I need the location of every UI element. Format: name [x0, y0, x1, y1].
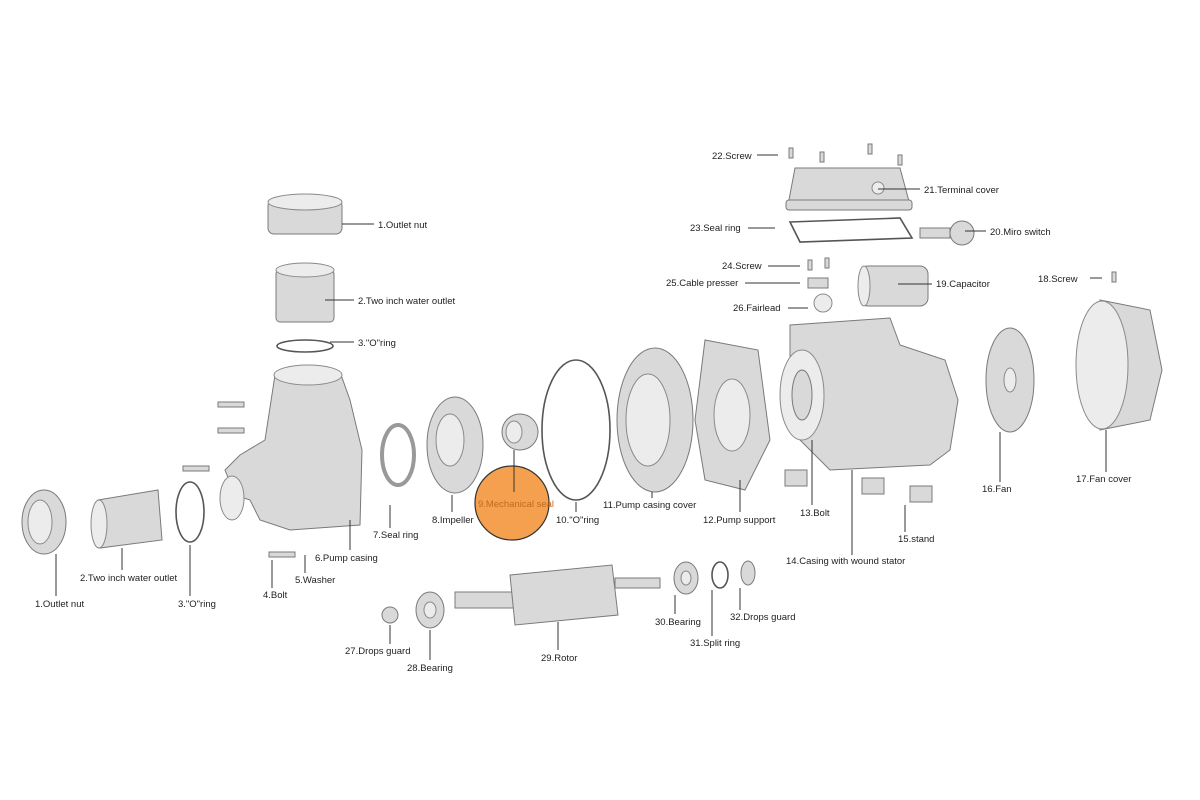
label-capacitor: 19.Capacitor — [936, 279, 990, 290]
label-pump-casing-cover: 11.Pump casing cover — [603, 500, 696, 511]
pump-casing — [219, 364, 363, 531]
bearing-28 — [415, 591, 445, 629]
cable-presser — [807, 277, 829, 289]
mechanical-seal-highlight[interactable] — [474, 465, 550, 541]
screw-18 — [1111, 271, 1117, 283]
label-miro-switch: 20.Miro switch — [990, 227, 1051, 238]
label-drops-guard-27: 27.Drops guard — [345, 646, 410, 657]
label-outlet-nut-left: 1.Outlet nut — [35, 599, 84, 610]
label-drops-guard-32: 32.Drops guard — [730, 612, 795, 623]
water-outlet-left — [90, 489, 163, 549]
terminal-cover — [785, 167, 913, 211]
o-ring-10 — [541, 359, 611, 501]
label-split-ring: 31.Split ring — [690, 638, 740, 649]
label-impeller: 8.Impeller — [432, 515, 474, 526]
label-rotor: 29.Rotor — [541, 653, 577, 664]
label-o-ring-10: 10."O"ring — [556, 515, 599, 526]
label-outlet-nut-top: 1.Outlet nut — [378, 220, 427, 231]
label-stand: 15.stand — [898, 534, 934, 545]
label-terminal-cover: 21.Terminal cover — [924, 185, 999, 196]
pump-casing-cover — [616, 347, 694, 493]
fan — [985, 327, 1035, 433]
label-bearing-28: 28.Bearing — [407, 663, 453, 674]
outlet-nut-top — [267, 193, 343, 235]
pump-support — [694, 339, 771, 491]
label-screw-24: 24.Screw — [722, 261, 762, 272]
label-o-ring-left: 3."O"ring — [178, 599, 216, 610]
label-o-ring-top: 3."O"ring — [358, 338, 396, 349]
water-outlet-top — [275, 262, 335, 323]
bolts — [182, 401, 296, 558]
label-fairlead: 26.Fairlead — [733, 303, 781, 314]
label-casing-stator: 14.Casing with wound stator — [786, 556, 905, 567]
label-mechanical-seal: 9.Mechanical seal — [478, 499, 554, 510]
mechanical-seal-part — [501, 413, 539, 451]
screws-22 — [788, 143, 903, 166]
seal-ring-23 — [788, 217, 914, 243]
impeller — [426, 396, 484, 494]
label-bolt-4: 4.Bolt — [263, 590, 288, 601]
outlet-nut-left — [21, 489, 67, 555]
label-screw-22: 22.Screw — [712, 151, 752, 162]
label-pump-support: 12.Pump support — [703, 515, 776, 526]
label-seal-ring-7: 7.Seal ring — [373, 530, 418, 541]
drops-guard-27 — [381, 606, 399, 624]
casing-with-wound-stator — [779, 317, 959, 471]
label-fan: 16.Fan — [982, 484, 1012, 495]
label-water-outlet-left: 2.Two inch water outlet — [80, 573, 178, 584]
seal-ring-7 — [380, 423, 416, 487]
leader-lines — [55, 154, 1107, 660]
label-water-outlet-top: 2.Two inch water outlet — [358, 296, 456, 307]
label-fan-cover: 17.Fan cover — [1076, 474, 1131, 485]
label-screw-18: 18.Screw — [1038, 274, 1078, 285]
fairlead — [813, 293, 833, 313]
label-seal-ring-23: 23.Seal ring — [690, 223, 741, 234]
label-washer: 5.Washer — [295, 575, 335, 586]
label-bearing-30: 30.Bearing — [655, 617, 701, 628]
fan-cover — [1075, 299, 1163, 431]
screws-24 — [807, 257, 830, 271]
o-ring-top — [276, 339, 334, 353]
rotor — [454, 564, 661, 626]
label-cable-presser: 25.Cable presser — [666, 278, 738, 289]
drops-guard-32 — [740, 560, 756, 586]
bearing-30 — [673, 561, 699, 595]
capacitor — [857, 265, 929, 307]
label-bolt-13: 13.Bolt — [800, 508, 830, 519]
label-pump-casing: 6.Pump casing — [315, 553, 378, 564]
miro-switch — [919, 220, 975, 246]
o-ring-left — [175, 481, 205, 543]
split-ring — [711, 561, 729, 589]
stands — [784, 469, 933, 503]
